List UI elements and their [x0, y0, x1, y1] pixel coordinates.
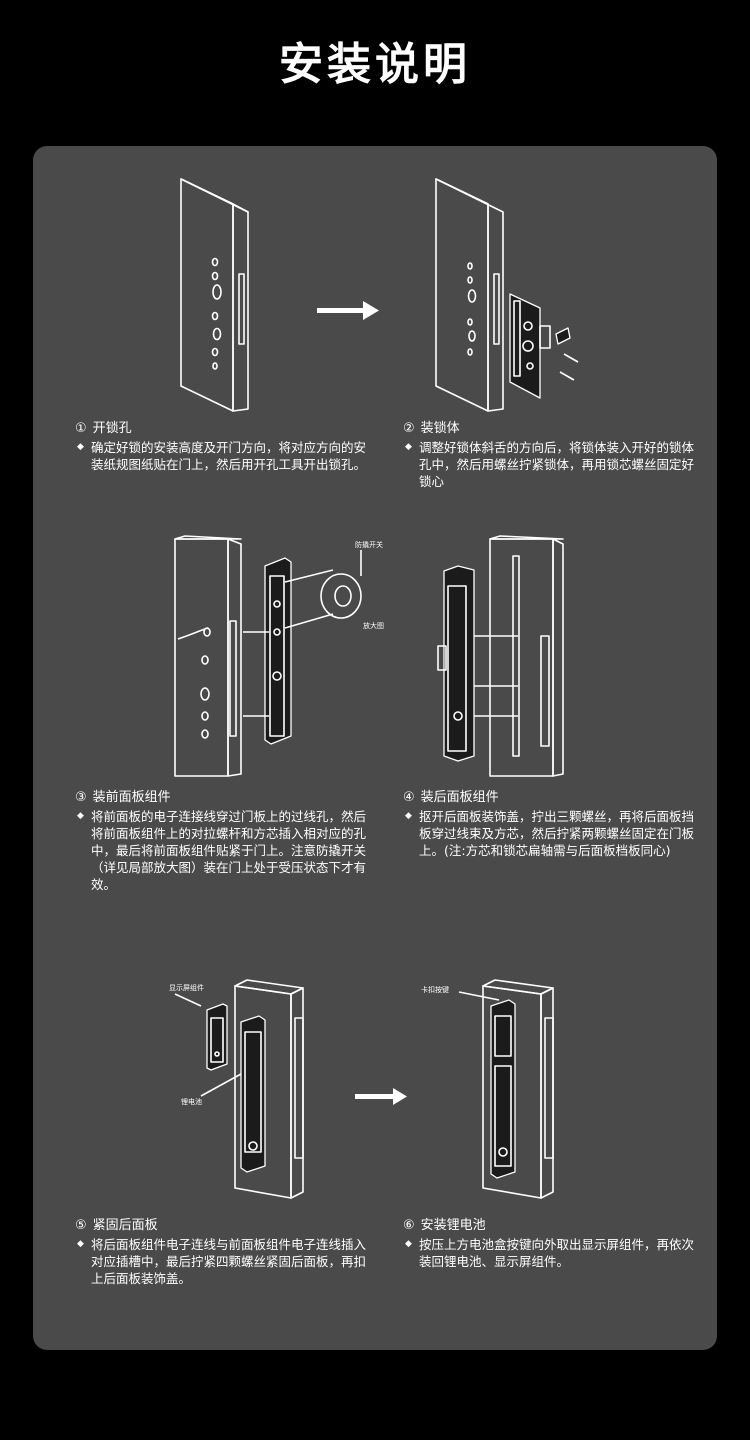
arrow-right-icon — [317, 301, 379, 321]
display-assembly-label: 显示屏组件 — [169, 983, 204, 992]
step-number: ② — [403, 421, 415, 436]
instructions-panel: ① 开锁孔 ◆ 确定好锁的安装高度及开门方向，将对应方向的安装纸规图纸贴在门上，然后… — [33, 146, 717, 1350]
figure-install-battery: 卡扣按键 — [413, 966, 573, 1206]
diamond-bullet-icon: ◆ — [77, 442, 84, 452]
diamond-bullet-icon: ◆ — [77, 1239, 84, 1249]
step-2: ② 装锁体 ◆ 调整好锁体斜舌的方向后，将锁体装入开好的锁体孔中，然后用螺丝拧紧锁体… — [403, 420, 703, 490]
figure-lock-body — [428, 176, 608, 412]
step-description: 将后面板组件电子连线与前面板组件电子连线插入对应插槽中，最后拧紧四颗螺丝紧固后面… — [91, 1237, 367, 1286]
diamond-bullet-icon: ◆ — [405, 1239, 412, 1249]
step-5: ⑤ 紧固后面板 ◆ 将后面板组件电子连线与前面板组件电子连线插入对应插槽中，最后拧紧… — [75, 1217, 375, 1287]
step-description: 按压上方电池盒按键向外取出显示屏组件，再依次装回锂电池、显示屏组件。 — [419, 1237, 695, 1269]
step-title: 装后面板组件 — [420, 790, 499, 805]
step-description: 将前面板的电子连接线穿过门板上的过线孔，然后将前面板组件上的对拉螺杆和方芯插入相… — [91, 809, 367, 892]
step-number: ⑥ — [403, 1218, 415, 1233]
step-1: ① 开锁孔 ◆ 确定好锁的安装高度及开门方向，将对应方向的安装纸规图纸贴在门上，然后… — [75, 420, 375, 473]
figure-rear-panel — [437, 535, 568, 781]
figure-front-panel: 防撬开关 放大图 — [173, 535, 384, 781]
step-title: 装锁体 — [420, 421, 460, 436]
diamond-bullet-icon: ◆ — [77, 811, 84, 821]
step-description: 确定好锁的安装高度及开门方向，将对应方向的安装纸规图纸贴在门上，然后用开孔工具开… — [91, 440, 367, 472]
figure-tighten-rear: 显示屏组件 锂电池 — [161, 966, 321, 1206]
arrow-right-icon — [355, 1088, 407, 1106]
page-title: 安装说明 — [279, 39, 471, 90]
enlarged-view-label: 放大图 — [363, 621, 384, 630]
figure-drill-holes — [173, 176, 273, 412]
lithium-battery-label: 锂电池 — [181, 1097, 202, 1106]
step-number: ③ — [75, 790, 87, 805]
clip-button-label: 卡扣按键 — [421, 985, 449, 994]
step-title: 开锁孔 — [92, 421, 132, 436]
step-4: ④ 装后面板组件 ◆ 抠开后面板装饰盖，拧出三颗螺丝，再将后面板挡板穿过线束及方芯，… — [403, 789, 703, 859]
step-title: 安装锂电池 — [420, 1218, 486, 1233]
step-description: 抠开后面板装饰盖，拧出三颗螺丝，再将后面板挡板穿过线束及方芯，然后拧紧两颗螺丝固… — [419, 809, 695, 858]
step-title: 紧固后面板 — [92, 1218, 158, 1233]
step-number: ⑤ — [75, 1218, 87, 1233]
anti-pry-switch-label: 防撬开关 — [355, 540, 383, 549]
step-number: ① — [75, 421, 87, 436]
step-title: 装前面板组件 — [92, 790, 171, 805]
step-3: ③ 装前面板组件 ◆ 将前面板的电子连接线穿过门板上的过线孔，然后将前面板组件上的对… — [75, 789, 375, 893]
diamond-bullet-icon: ◆ — [405, 442, 412, 452]
diamond-bullet-icon: ◆ — [405, 811, 412, 821]
step-description: 调整好锁体斜舌的方向后，将锁体装入开好的锁体孔中，然后用螺丝拧紧锁体，再用锁芯螺… — [419, 440, 695, 489]
step-6: ⑥ 安装锂电池 ◆ 按压上方电池盒按键向外取出显示屏组件，再依次装回锂电池、显示屏组… — [403, 1217, 703, 1270]
step-number: ④ — [403, 790, 415, 805]
